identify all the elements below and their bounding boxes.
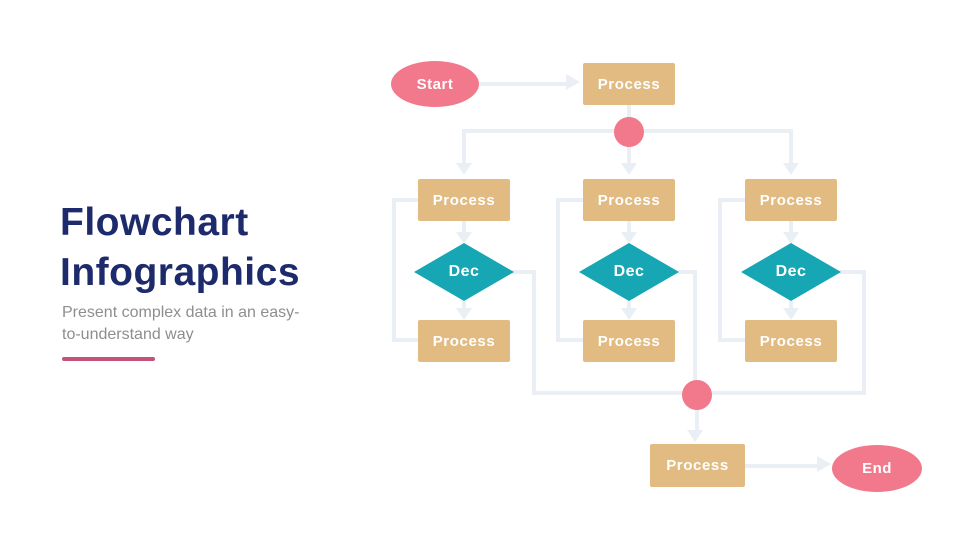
arrowhead-final-to-end: [817, 456, 831, 472]
col1-top-process-node: Process: [418, 179, 510, 221]
arrowhead-col2-dec-to-process: [621, 308, 637, 320]
connector-drop-col3: [789, 131, 793, 163]
col2-decision-node: Dec: [579, 243, 679, 301]
arrowhead-col1-process-to-dec: [456, 232, 472, 244]
connector-col3-dec-to-process: [789, 301, 793, 309]
connector-col1-process-to-dec: [462, 221, 466, 232]
connector-col1-loop-top: [392, 198, 418, 202]
connector-col3-dec-right-vertical: [862, 270, 866, 395]
col1-bottom-process-node: Process: [418, 320, 510, 362]
connector-col2-loop-vertical: [556, 198, 560, 342]
col1-decision-node: Dec: [414, 243, 514, 301]
connector-merge-to-final: [695, 408, 699, 432]
arrowhead-drop-col3: [783, 163, 799, 175]
connector-drop-col1: [462, 131, 466, 163]
subtitle: Present complex data in an easy- to-unde…: [62, 302, 299, 346]
connector-col2-loop-top: [556, 198, 583, 202]
subtitle-line1: Present complex data in an easy-: [62, 304, 300, 321]
connector-col3-process-to-dec: [789, 221, 793, 232]
connector-col2-dec-to-process: [627, 301, 631, 309]
connector-final-to-end: [745, 464, 819, 468]
col3-bottom-process-node: Process: [745, 320, 837, 362]
connector-col3-dec-right-stub: [839, 270, 866, 274]
arrowhead-drop-col2: [621, 163, 637, 175]
arrowhead-drop-col1: [456, 163, 472, 175]
subtitle-line2: to-understand way: [62, 326, 194, 343]
page-title-line1: Flowchart: [60, 201, 249, 244]
connector-col2-dec-right-vertical: [693, 270, 697, 382]
connector-col1-dec-right-vertical: [532, 270, 536, 395]
arrowhead-merge-to-final: [687, 430, 703, 442]
arrowhead-start-to-process: [566, 74, 580, 90]
end-node: End: [832, 445, 922, 492]
page-title-line2: Infographics: [60, 251, 301, 294]
entry-process-node: Process: [583, 63, 675, 105]
connector-col3-loop-bottom: [718, 338, 745, 342]
connector-drop-col2: [627, 131, 631, 163]
arrowhead-col2-process-to-dec: [621, 232, 637, 244]
connector-col1-loop-vertical: [392, 198, 396, 342]
col3-top-process-node: Process: [745, 179, 837, 221]
connector-col1-dec-to-process: [462, 301, 466, 309]
title-underline: [62, 357, 155, 361]
arrowhead-col3-process-to-dec: [783, 232, 799, 244]
final-process-node: Process: [650, 444, 745, 487]
page-title: Flowchart Infographics: [60, 198, 300, 298]
connector-start-to-process: [479, 82, 568, 86]
col2-bottom-process-node: Process: [583, 320, 675, 362]
arrowhead-col1-dec-to-process: [456, 308, 472, 320]
arrowhead-col3-dec-to-process: [783, 308, 799, 320]
connector-col3-loop-vertical: [718, 198, 722, 342]
branch-connector-dot: [614, 117, 644, 147]
col3-decision-node: Dec: [741, 243, 841, 301]
start-node: Start: [391, 61, 479, 107]
connector-col2-loop-bottom: [556, 338, 583, 342]
connector-col1-loop-bottom: [392, 338, 418, 342]
connector-col2-dec-right-stub: [677, 270, 697, 274]
connector-col1-dec-right-stub: [512, 270, 536, 274]
merge-connector-dot: [682, 380, 712, 410]
col2-top-process-node: Process: [583, 179, 675, 221]
connector-col3-loop-top: [718, 198, 745, 202]
connector-col2-process-to-dec: [627, 221, 631, 232]
